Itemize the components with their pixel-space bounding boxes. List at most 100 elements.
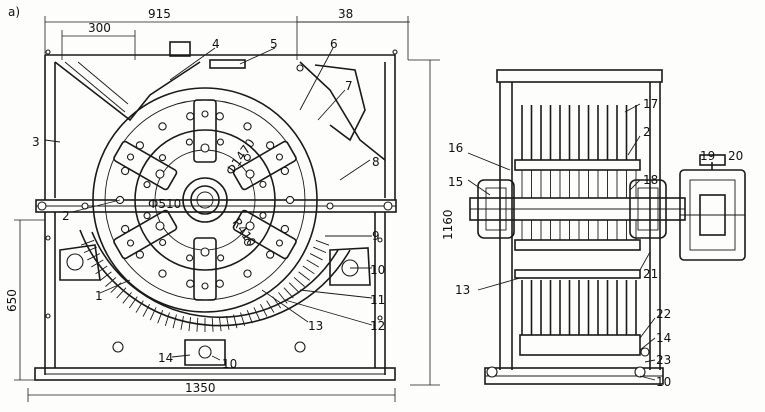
grate-tooth	[306, 259, 319, 268]
rotor-hole	[215, 279, 224, 288]
dim-dia-510: Ф510	[148, 197, 181, 211]
callout-10-bottom: 10	[222, 357, 237, 371]
grate-tooth	[135, 300, 144, 313]
hammers	[113, 99, 297, 301]
rotor-hole	[158, 269, 167, 278]
grate-tooth	[188, 317, 192, 332]
grate-tooth	[253, 307, 261, 321]
callout-4: 4	[212, 37, 220, 51]
grate-tooth	[293, 277, 305, 287]
callout-12: 12	[370, 319, 385, 333]
grate-tooth	[266, 300, 275, 313]
grate-tooth	[260, 303, 268, 317]
grate-tooth	[288, 282, 300, 293]
dim-right-38: 38	[338, 7, 353, 21]
dim-inner-300: 300	[88, 21, 111, 35]
grate-tooth	[313, 246, 327, 254]
rotor-hole	[243, 122, 252, 131]
callout-23: 23	[656, 353, 671, 367]
grate-tooth	[278, 292, 288, 304]
dim-width-bottom: 1350	[185, 381, 216, 395]
rotor-hole	[143, 181, 151, 189]
side-hammer-bars	[521, 105, 637, 335]
grate-tooth	[211, 317, 214, 332]
grate-tooth	[100, 271, 112, 281]
hammer	[113, 140, 178, 191]
callout-15: 15	[448, 175, 463, 189]
callout-20: 20	[728, 149, 743, 163]
grate-tooth	[142, 303, 150, 317]
callout-17: 17	[643, 97, 658, 111]
rotor-hole	[285, 195, 295, 205]
rotor-hole	[243, 153, 251, 162]
callout-11: 11	[370, 293, 385, 307]
grate-tooth	[164, 312, 170, 327]
grate-tooth	[233, 314, 238, 329]
grate-tooth	[309, 253, 323, 261]
grate-tooth	[302, 265, 315, 275]
callout-5: 5	[270, 37, 278, 51]
callout-6: 6	[330, 37, 338, 51]
callout-10-side: 10	[656, 375, 671, 389]
rotor-hole	[186, 112, 195, 121]
grate-tooth	[105, 277, 117, 287]
rotor-hole	[259, 180, 267, 188]
callout-8: 8	[372, 155, 380, 169]
callout-22: 22	[656, 307, 671, 321]
grate-tooth	[128, 296, 138, 309]
rotor-hole	[259, 211, 267, 219]
callout-19: 19	[700, 149, 715, 163]
grate-tooth	[122, 292, 132, 304]
callout-2-side: 2	[643, 125, 651, 139]
grate-tooth	[240, 312, 246, 327]
rotor-hole	[158, 122, 167, 131]
callout-10-front: 10	[370, 263, 385, 277]
rotor-hole	[143, 212, 151, 220]
hammer	[232, 140, 297, 191]
callout-18: 18	[643, 173, 658, 187]
rotor-hole	[243, 238, 252, 246]
grate-tooth	[283, 287, 294, 299]
rotor-hole	[217, 254, 225, 262]
callout-3: 3	[32, 135, 40, 149]
dim-radius-410: R410	[230, 216, 259, 250]
rotor-hole	[185, 138, 193, 146]
callout-21: 21	[643, 267, 658, 281]
rotor-holes	[115, 112, 295, 288]
grate-tooth	[149, 307, 157, 321]
dim-width-top: 915	[148, 7, 171, 21]
grate-tooth	[116, 287, 127, 299]
grate-tooth	[87, 253, 101, 261]
callout-7: 7	[345, 79, 353, 93]
callout-1: 1	[95, 289, 103, 303]
hammer	[113, 209, 178, 260]
dim-height-left: 650	[5, 289, 19, 312]
front-view	[14, 16, 440, 402]
grate-tooth	[172, 314, 177, 329]
grate-tooth	[218, 317, 222, 332]
hammer	[193, 237, 217, 301]
hammer	[193, 99, 217, 163]
callout-9: 9	[372, 229, 380, 243]
grate-tooth	[157, 310, 164, 324]
grate-tooth	[226, 315, 230, 330]
grate-tooth	[80, 239, 95, 246]
grate-tooth	[196, 317, 199, 332]
grate-tooth	[298, 271, 310, 281]
rotor-hole	[243, 269, 252, 278]
callout-16: 16	[448, 141, 463, 155]
grate-tooth	[246, 310, 253, 324]
rotor-hole	[186, 254, 194, 262]
side-view	[467, 69, 746, 385]
rotor-hole	[159, 238, 167, 247]
rotor-hole	[216, 138, 224, 146]
figure-label: а)	[8, 5, 20, 19]
grate-tooth	[315, 239, 330, 246]
rotor-hole	[215, 112, 224, 121]
hammer	[232, 209, 297, 260]
callout-14-side: 14	[656, 331, 671, 345]
dim-height-right: 1160	[441, 209, 455, 240]
grate-tooth	[180, 315, 184, 330]
callout-14-front: 14	[158, 351, 173, 365]
